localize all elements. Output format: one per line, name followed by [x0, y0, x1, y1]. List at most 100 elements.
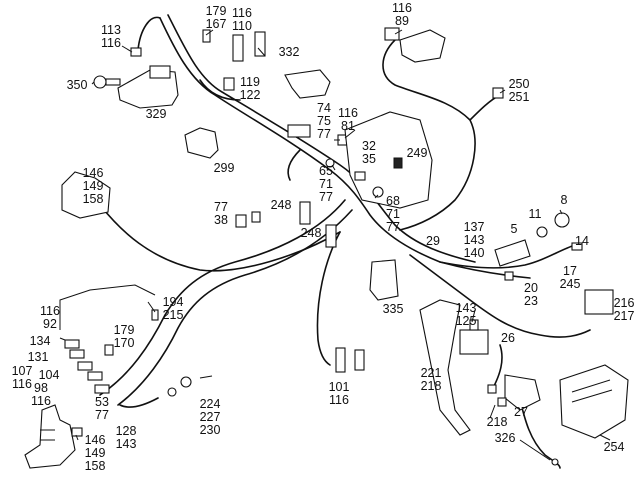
connector-218-a	[487, 384, 497, 394]
callout-137-143-140: 137 143 140	[463, 220, 485, 260]
callout-146-149-158-bottom: 146 149 158	[84, 433, 106, 473]
callout-134: 134	[29, 334, 51, 348]
part-249	[393, 157, 403, 169]
pedal-assembly	[419, 299, 471, 436]
connector-128	[71, 427, 83, 437]
callout-218: 218	[486, 415, 508, 429]
callout-250-251: 250 251	[508, 77, 530, 104]
plug-14	[571, 242, 583, 251]
callout-32-35: 32 35	[362, 139, 376, 166]
module-146-top	[61, 171, 111, 219]
connector-38	[235, 214, 247, 228]
connector-179	[202, 29, 211, 43]
bracket-335	[369, 259, 399, 301]
components	[24, 27, 629, 469]
washer-11	[536, 226, 548, 238]
callout-326: 326	[494, 431, 516, 445]
module-329-top	[149, 65, 171, 79]
callout-68-71-77: 68 71 77	[386, 194, 400, 234]
callout-119-122: 119 122	[239, 75, 261, 102]
switch-26	[459, 329, 489, 355]
connector-116-110-a	[232, 34, 244, 62]
callout-146-149-158-top: 146 149 158	[82, 166, 104, 206]
branch-bottom-left	[119, 397, 159, 408]
connector-116-110-b	[254, 31, 266, 57]
callout-128-143: 128 143	[115, 424, 137, 451]
bracket-248-a	[299, 201, 311, 225]
callout-329: 329	[145, 107, 167, 121]
callout-104: 104	[38, 368, 60, 382]
callout-116-92: 116 92	[40, 304, 60, 331]
lower-trunk	[99, 199, 346, 396]
branch-to-250	[469, 94, 501, 121]
callout-249: 249	[406, 146, 428, 160]
lower-trunk-twin	[117, 209, 353, 406]
callout-65-71-77: 65 71 77	[319, 164, 333, 204]
connector-20	[504, 271, 514, 281]
bushing-224	[167, 376, 192, 397]
callout-8: 8	[560, 193, 568, 207]
part-68	[372, 186, 384, 198]
callout-53-77: 53 77	[95, 395, 109, 422]
connector-119	[223, 77, 235, 91]
branch-to-17	[439, 244, 576, 269]
loop-to-top-left	[137, 16, 161, 51]
bracket-146-bottom	[24, 404, 76, 469]
dash-mark	[199, 375, 213, 379]
plug-74	[287, 124, 311, 138]
callout-131: 131	[27, 350, 49, 364]
housing-249	[344, 111, 433, 209]
callout-224-227-230: 224 227 230	[199, 397, 221, 437]
leader-lines	[59, 29, 611, 461]
callout-179-167: 179 167	[205, 4, 227, 31]
connector-101-b	[354, 349, 365, 371]
callout-101-116: 101 116	[328, 380, 350, 407]
ring-8	[554, 212, 570, 228]
branch-326	[519, 399, 561, 469]
callout-248-a: 248	[270, 198, 292, 212]
connector-cluster-left	[64, 339, 114, 394]
callout-26: 26	[501, 331, 515, 345]
branch-to-top-middle	[199, 79, 241, 101]
sensor-5	[494, 239, 531, 267]
callout-248-b: 248	[300, 226, 322, 240]
main-trunk-upper-twin	[167, 14, 476, 263]
callout-116-81: 116 81	[338, 106, 358, 133]
connector-101-a	[335, 347, 346, 373]
branch-to-254	[491, 344, 503, 391]
connector-32	[354, 171, 366, 181]
callout-335: 335	[382, 302, 404, 316]
box-216	[584, 289, 614, 315]
bracket-146-detail	[40, 429, 55, 441]
callout-113-116: 113 116	[101, 23, 121, 50]
panel-outline	[59, 284, 156, 330]
callout-20-23: 20 23	[524, 281, 538, 308]
relay-299	[184, 127, 219, 159]
switch-89	[399, 29, 446, 63]
callout-350: 350	[66, 78, 88, 92]
callout-332: 332	[278, 45, 300, 59]
callout-74-75-77: 74 75 77	[317, 101, 331, 141]
connector-250	[492, 87, 504, 99]
part-326	[551, 458, 559, 466]
unit-254	[559, 364, 629, 439]
callout-179-170: 179 170	[113, 323, 135, 350]
callout-221-218: 221 218	[420, 366, 442, 393]
callout-11: 11	[528, 207, 542, 221]
callout-14: 14	[575, 234, 589, 248]
connector-38-b	[251, 211, 261, 223]
unit-254-detail	[571, 379, 613, 403]
callout-254: 254	[603, 440, 625, 454]
bracket-248-b	[325, 224, 337, 248]
callout-27: 27	[514, 405, 528, 419]
callout-116-89: 116 89	[392, 1, 412, 28]
branch-under-trunk	[287, 149, 301, 181]
screw-350	[93, 75, 121, 89]
callout-29: 29	[426, 234, 440, 248]
callout-299: 299	[213, 161, 235, 175]
bracket-27	[504, 374, 541, 411]
callout-77-38: 77 38	[214, 200, 228, 227]
callout-17-245: 17 245	[559, 264, 581, 291]
callout-216-217: 216 217	[613, 296, 635, 323]
